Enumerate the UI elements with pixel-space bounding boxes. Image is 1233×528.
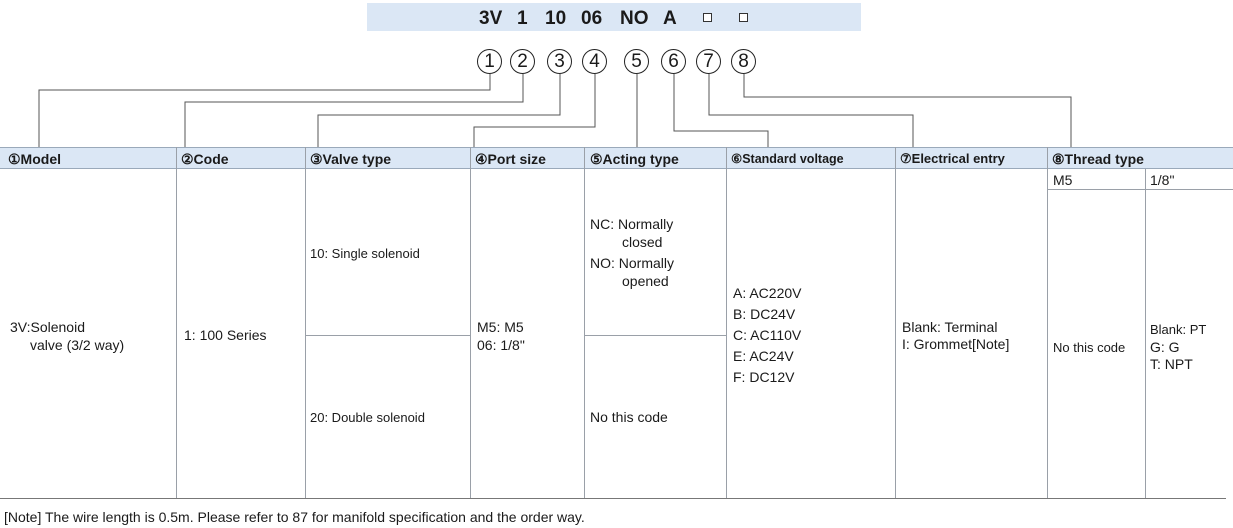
row-divider	[1047, 189, 1233, 190]
acting-none: No this code	[590, 409, 668, 425]
port-size-line-1: M5: M5	[477, 319, 524, 335]
header-acting-type: ⑤Acting type	[590, 151, 679, 167]
electrical-entry-line-2: I: Grommet[Note]	[902, 336, 1010, 352]
position-number-4: 4	[582, 49, 607, 74]
code-valve-type: 10	[545, 8, 567, 29]
voltage-c: C: AC110V	[733, 327, 802, 343]
leader-line-7	[708, 74, 914, 148]
leader-line-8	[743, 74, 1072, 148]
header-port-size: ④Port size	[475, 151, 546, 167]
column-divider	[470, 147, 471, 499]
code-acting-type: NO	[620, 8, 649, 29]
column-divider	[176, 147, 177, 499]
header-thread-type: ⑧Thread type	[1052, 151, 1144, 167]
footnote: [Note] The wire length is 0.5m. Please r…	[4, 509, 585, 525]
leader-line-6	[673, 74, 769, 148]
voltage-e: E: AC24V	[733, 348, 794, 364]
model-value-line-2: valve (3/2 way)	[30, 337, 125, 353]
position-number-8: 8	[731, 49, 756, 74]
position-number-3: 3	[547, 49, 572, 74]
table-header-row	[0, 147, 1233, 169]
thread-pt: Blank: PT	[1150, 322, 1207, 337]
electrical-entry-placeholder-box	[703, 13, 712, 22]
position-number-7: 7	[696, 49, 721, 74]
column-divider	[895, 147, 896, 499]
model-code-bar: 3V 1 10 06 NO A	[367, 3, 861, 31]
acting-no-line-2: opened	[622, 273, 669, 289]
voltage-f: F: DC12V	[733, 369, 795, 385]
row-divider	[584, 335, 726, 336]
voltage-b: B: DC24V	[733, 306, 796, 322]
valve-type-single: 10: Single solenoid	[310, 246, 420, 261]
position-number-2: 2	[510, 49, 535, 74]
code-port-size: 06	[581, 8, 603, 29]
table-bottom-border	[0, 498, 1226, 499]
column-divider	[305, 147, 306, 499]
header-valve-type: ③Valve type	[310, 151, 392, 167]
thread-npt: T: NPT	[1150, 356, 1193, 372]
acting-nc-line-2: closed	[622, 234, 663, 250]
electrical-entry-line-1: Blank: Terminal	[902, 319, 998, 335]
header-standard-voltage: ⑥Standard voltage	[731, 152, 844, 166]
column-divider	[584, 147, 585, 499]
code-voltage: A	[663, 8, 677, 29]
column-divider	[726, 147, 727, 499]
thread-m5-value: No this code	[1053, 340, 1126, 355]
header-code: ②Code	[181, 151, 229, 167]
leader-lines	[38, 74, 1072, 148]
code-value: 1: 100 Series	[184, 327, 267, 343]
voltage-a: A: AC220V	[733, 285, 802, 301]
position-number-6: 6	[661, 49, 686, 74]
row-divider	[305, 335, 470, 336]
code-code: 1	[517, 8, 528, 29]
thread-sub-header-m5: M5	[1053, 172, 1073, 188]
column-divider	[1145, 169, 1146, 499]
thread-type-placeholder-box	[739, 13, 748, 22]
acting-nc-line-1: NC: Normally	[590, 216, 674, 232]
thread-sub-header-1-8: 1/8"	[1150, 172, 1175, 188]
header-electrical-entry: ⑦Electrical entry	[900, 151, 1005, 166]
position-number-5: 5	[624, 49, 649, 74]
leader-line-2	[184, 74, 524, 148]
leader-line-3	[317, 74, 561, 148]
header-model: ①Model	[8, 151, 61, 167]
acting-no-line-1: NO: Normally	[590, 255, 675, 271]
leader-line-1	[38, 74, 491, 148]
column-divider	[1047, 147, 1048, 499]
thread-g: G: G	[1150, 339, 1180, 355]
code-series: 3V	[479, 8, 503, 29]
valve-type-double: 20: Double solenoid	[310, 410, 425, 425]
port-size-line-2: 06: 1/8"	[477, 337, 525, 353]
leader-line-4	[473, 74, 596, 148]
position-number-1: 1	[477, 49, 502, 74]
model-value-line-1: 3V:Solenoid	[10, 319, 85, 335]
